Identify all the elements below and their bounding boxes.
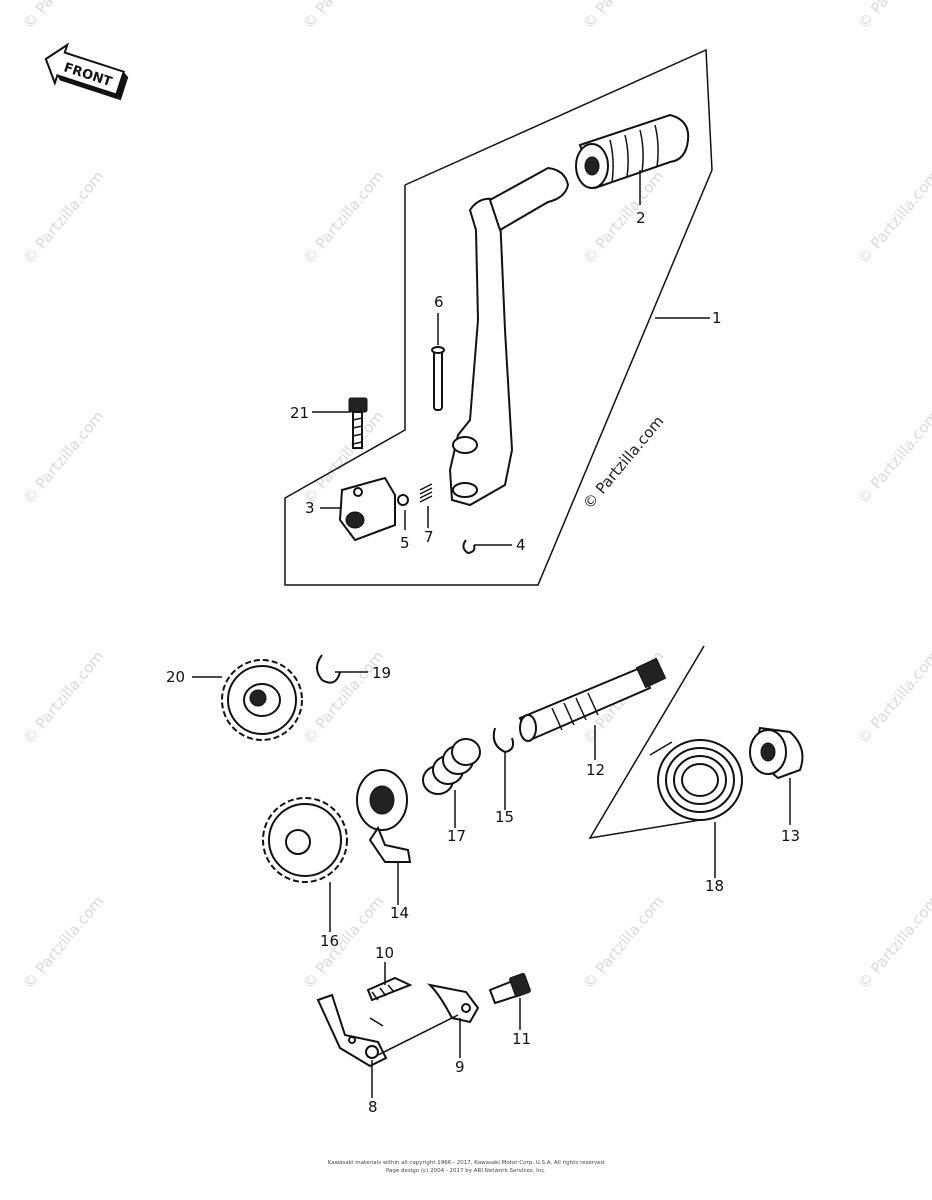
watermark: © Partzilla.com bbox=[579, 892, 667, 992]
watermark: © Partzilla.com bbox=[19, 892, 107, 992]
watermark: © Partzilla.com bbox=[19, 407, 107, 507]
watermark: © Partzilla.com bbox=[19, 647, 107, 747]
callout-7: 7 bbox=[424, 528, 434, 546]
bolt-21 bbox=[348, 397, 368, 449]
watermark: © Partzilla.com bbox=[854, 167, 932, 267]
callout-10: 10 bbox=[375, 944, 394, 962]
callout-17: 17 bbox=[447, 827, 466, 845]
callout-21: 21 bbox=[290, 404, 309, 422]
watermark: © Partzilla.com bbox=[854, 0, 932, 33]
callout-16: 16 bbox=[320, 932, 339, 950]
watermark: © Partzilla.com bbox=[19, 0, 107, 33]
watermark: © Partzilla.com bbox=[299, 167, 387, 267]
watermark: © Partzilla.com bbox=[299, 892, 387, 992]
watermark: © Partzilla.com bbox=[299, 0, 387, 33]
callout-20: 20 bbox=[166, 668, 185, 686]
watermark: © Partzilla.com bbox=[854, 407, 932, 507]
footer-page-design: Page design (c) 2004 - 2017 by ARI Netwo… bbox=[386, 1168, 546, 1174]
pin bbox=[431, 346, 445, 411]
callouts: 1 2 3 4 5 6 7 8 9 10 11 12 13 14 15 16 1… bbox=[166, 209, 800, 1116]
bolt-11 bbox=[488, 972, 531, 1005]
screw-10 bbox=[366, 976, 413, 1002]
stopper-9 bbox=[426, 983, 480, 1024]
ball bbox=[397, 494, 409, 506]
front-arrow-icon: FRONT bbox=[44, 42, 129, 101]
gear-16 bbox=[262, 797, 348, 883]
callout-6: 6 bbox=[434, 293, 444, 311]
lever-plate-8 bbox=[316, 993, 388, 1068]
watermark: © Partzilla.com bbox=[19, 167, 107, 267]
circlip-15 bbox=[492, 727, 515, 754]
callout-2: 2 bbox=[636, 209, 646, 227]
callout-11: 11 bbox=[512, 1030, 531, 1048]
watermark: © Partzilla.com bbox=[299, 647, 387, 747]
lever-block bbox=[338, 476, 396, 542]
circlip-4 bbox=[462, 539, 476, 555]
gear-20 bbox=[221, 659, 303, 741]
rubber-grip bbox=[575, 113, 690, 190]
coil-spring-18 bbox=[649, 739, 743, 821]
callout-5: 5 bbox=[400, 534, 410, 552]
callout-13: 13 bbox=[781, 827, 800, 845]
ratchet-14 bbox=[356, 769, 412, 863]
assembly-outline bbox=[284, 48, 713, 586]
spring-7 bbox=[419, 483, 433, 503]
watermark-main: © Partzilla.com bbox=[579, 412, 667, 512]
lower-guide-lines bbox=[369, 1014, 459, 1056]
callout-9: 9 bbox=[455, 1058, 465, 1076]
footer-copyright: Kawasaki materials within all copyright … bbox=[328, 1160, 604, 1166]
leader-lines bbox=[192, 170, 791, 1098]
callout-14: 14 bbox=[390, 904, 409, 922]
callout-12: 12 bbox=[586, 761, 605, 779]
collar-13 bbox=[749, 726, 804, 780]
snap-ring-19 bbox=[316, 654, 341, 684]
kick-shaft bbox=[518, 657, 667, 742]
callout-19: 19 bbox=[372, 664, 391, 682]
callout-4: 4 bbox=[516, 536, 526, 554]
callout-18: 18 bbox=[705, 877, 724, 895]
watermark: © Partzilla.com bbox=[854, 647, 932, 747]
shaft-guide-lines bbox=[588, 645, 705, 839]
callout-15: 15 bbox=[495, 808, 514, 826]
callout-3: 3 bbox=[305, 499, 315, 517]
callout-8: 8 bbox=[368, 1098, 378, 1116]
callout-1: 1 bbox=[712, 309, 722, 327]
kick-pedal-arm bbox=[448, 166, 570, 507]
watermark: © Partzilla.com bbox=[579, 0, 667, 33]
watermark: © Partzilla.com bbox=[854, 892, 932, 992]
spring-17 bbox=[422, 738, 481, 795]
